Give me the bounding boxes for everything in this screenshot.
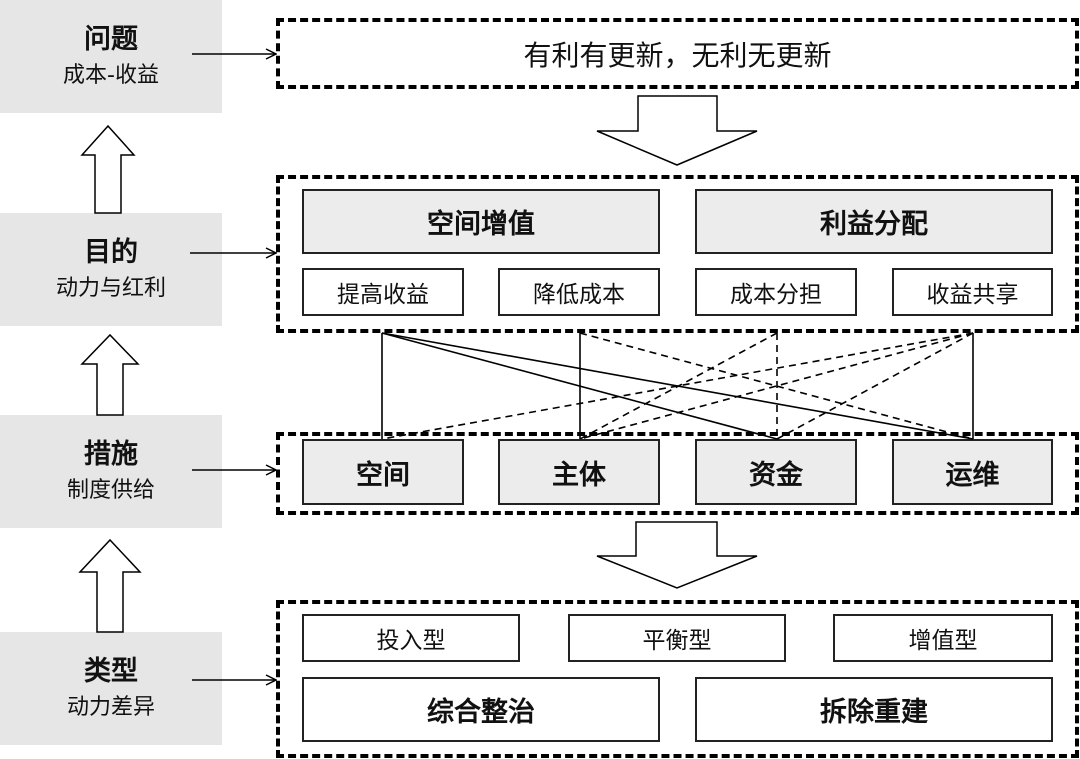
block-arrow-up-icon xyxy=(80,333,140,416)
dashed-connector-line xyxy=(579,332,974,440)
problem-text: 有利有更新，无利无更新 xyxy=(523,38,832,72)
purpose-item: 降低成本 xyxy=(498,268,660,316)
left-box-title: 类型 xyxy=(84,655,138,687)
measure-item: 主体 xyxy=(498,439,660,505)
type-item: 平衡型 xyxy=(568,614,786,662)
left-box-types: 类型 动力差异 xyxy=(0,632,222,745)
left-box-problem: 问题 成本-收益 xyxy=(0,0,222,113)
type-item: 增值型 xyxy=(833,614,1053,662)
dashed-connector-line xyxy=(776,332,974,440)
left-box-subtitle: 动力差异 xyxy=(66,694,155,720)
block-arrow-down-icon xyxy=(596,521,758,589)
block-arrow-down-icon xyxy=(596,95,758,166)
left-box-subtitle: 动力与红利 xyxy=(55,275,166,301)
connector-lines xyxy=(381,332,974,440)
dashed-connector-line xyxy=(579,332,778,440)
problem-box: 有利有更新，无利无更新 xyxy=(276,18,1079,89)
left-box-title: 问题 xyxy=(84,23,138,55)
left-box-title: 措施 xyxy=(84,438,138,470)
measure-item: 资金 xyxy=(695,439,857,505)
measure-item: 运维 xyxy=(892,439,1053,505)
left-box-title: 目的 xyxy=(84,236,138,268)
type-item-large: 拆除重建 xyxy=(695,677,1053,742)
dashed-connector-line xyxy=(579,332,974,440)
left-box-measures: 措施 制度供给 xyxy=(0,415,222,528)
solid-connector-line xyxy=(381,332,974,440)
purpose-item: 提高收益 xyxy=(302,268,464,316)
block-arrow-up-icon xyxy=(78,538,142,633)
left-box-purpose: 目的 动力与红利 xyxy=(0,213,222,326)
purpose-item: 收益共享 xyxy=(892,268,1053,316)
purpose-header-space-value: 空间增值 xyxy=(302,189,660,254)
solid-connector-line xyxy=(381,332,778,440)
purpose-item: 成本分担 xyxy=(695,268,857,316)
type-item-large: 综合整治 xyxy=(302,677,660,742)
dashed-connector-line xyxy=(381,332,974,440)
purpose-header-benefit-distribution: 利益分配 xyxy=(695,189,1053,254)
type-item: 投入型 xyxy=(302,614,520,662)
block-arrow-up-icon xyxy=(80,124,136,214)
measure-item: 空间 xyxy=(302,439,464,505)
left-box-subtitle: 成本-收益 xyxy=(63,62,159,88)
left-box-subtitle: 制度供给 xyxy=(66,477,155,503)
